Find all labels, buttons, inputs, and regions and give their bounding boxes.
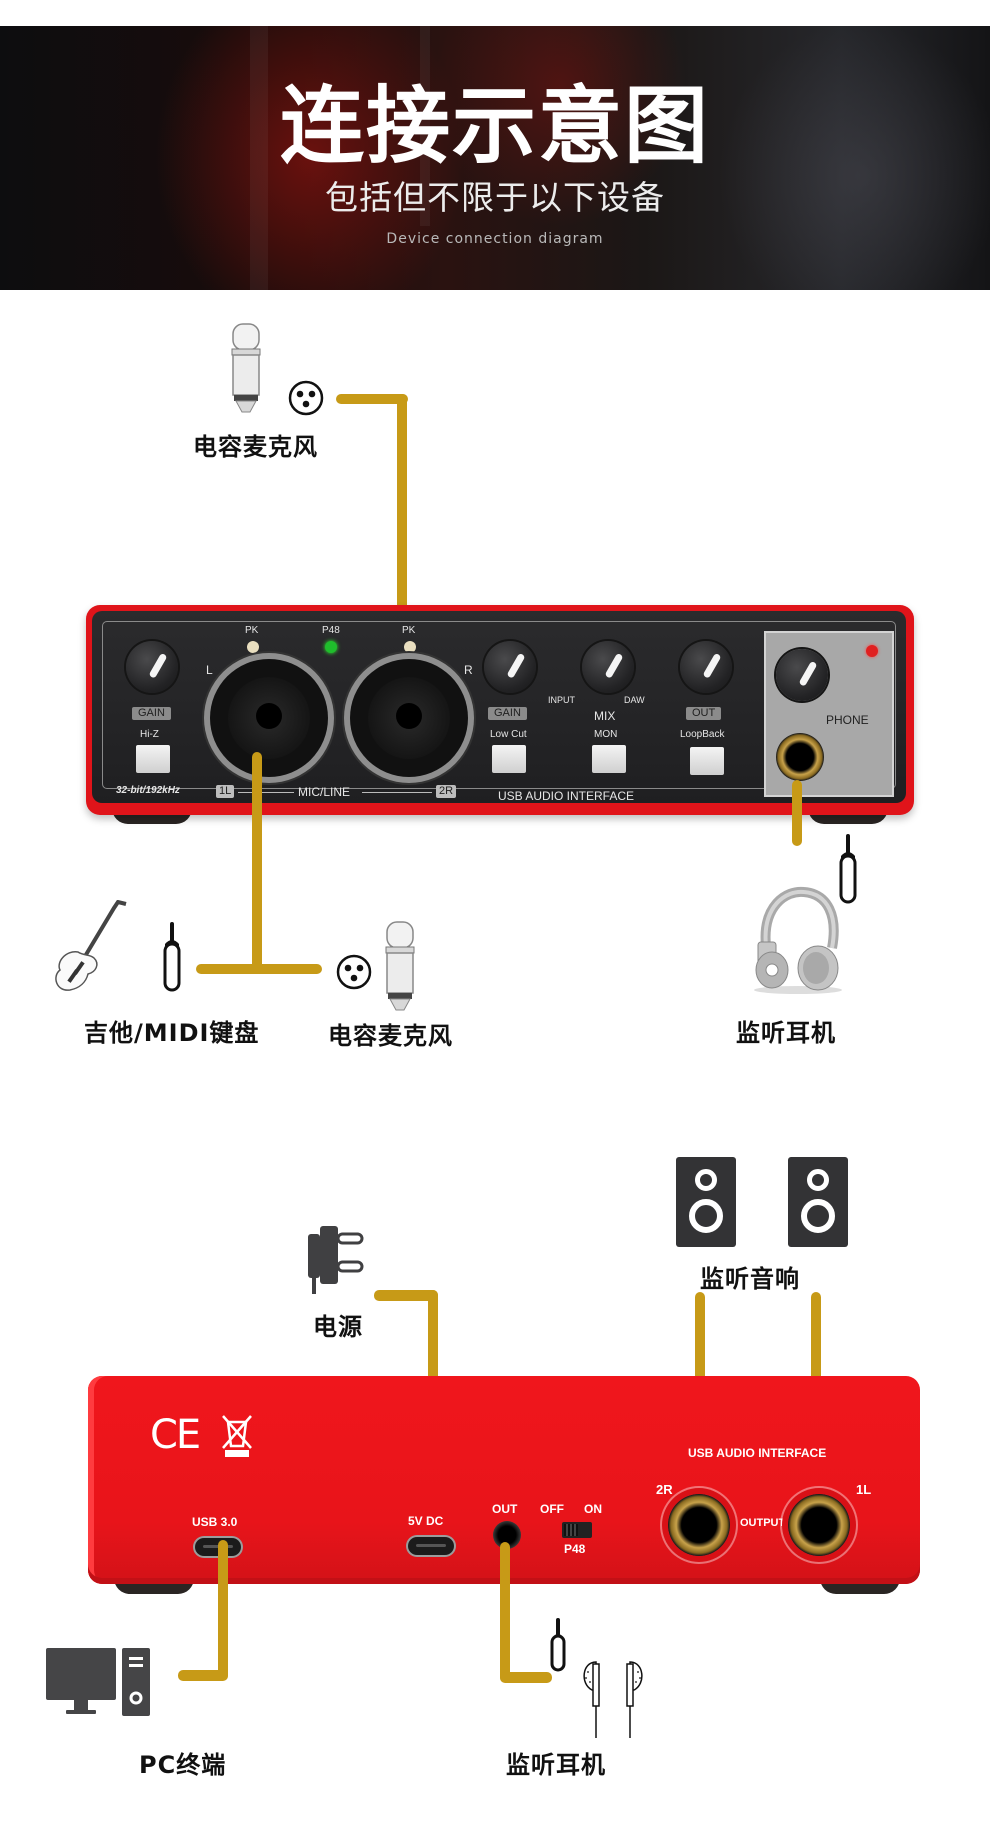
pk-label-1: PK — [245, 625, 259, 636]
headphone-jack[interactable] — [776, 733, 824, 781]
usb-cable-vertical — [218, 1540, 228, 1680]
combo-input-2[interactable] — [350, 659, 468, 777]
guitar-midi-label: 吉他/MIDI键盘 — [84, 1019, 260, 1047]
loopback-label: LoopBack — [680, 729, 725, 740]
hiz-label: Hi-Z — [140, 729, 159, 740]
top-mic-cable-vertical — [397, 394, 407, 716]
earphone-cable-horizontal — [500, 1672, 552, 1683]
condenser-mic-icon — [385, 921, 415, 1011]
front-face: GAIN Hi-Z 32-bit/192kHz PK P48 PK L R 1L… — [92, 611, 906, 803]
divider-line — [362, 792, 432, 793]
p48-led — [325, 641, 337, 653]
ch1-tag: 1L — [216, 785, 235, 798]
interface-label: USB AUDIO INTERFACE — [498, 789, 635, 803]
out-tag: OUT — [686, 707, 722, 720]
hiz-button[interactable] — [136, 745, 170, 773]
background-streak — [250, 26, 268, 290]
earphones-icon — [583, 1661, 643, 1738]
pk-led-1 — [247, 641, 259, 653]
banner-english-subtitle: Device connection diagram — [386, 231, 604, 247]
headphones-icon — [754, 886, 842, 994]
output-jack-1l[interactable] — [788, 1494, 850, 1556]
back-interface-label: USB AUDIO INTERFACE — [688, 1446, 827, 1460]
gain-tag-2: GAIN — [488, 707, 527, 720]
loopback-button[interactable] — [690, 747, 724, 775]
ch1-cable-vertical — [252, 752, 262, 974]
speaker-right-icon — [788, 1157, 848, 1247]
quarter-inch-plug-icon — [163, 922, 181, 992]
pk-label-2: PK — [402, 625, 416, 636]
speakers-label: 监听音响 — [700, 1265, 800, 1293]
quarter-inch-plug-icon — [839, 834, 857, 904]
gain-tag-1: GAIN — [132, 707, 171, 720]
dc-power-port[interactable] — [408, 1537, 454, 1555]
bitrate-label: 32-bit/192kHz — [116, 785, 180, 796]
earphone-cable-vertical — [500, 1542, 510, 1682]
header-banner: 连接示意图 包括但不限于以下设备 Device connection diagr… — [0, 26, 990, 290]
top-mic-cable — [336, 394, 408, 404]
speaker-left-icon — [676, 1157, 736, 1247]
weee-bin-icon — [222, 1415, 252, 1457]
mix-label: MIX — [594, 709, 616, 723]
p48-off-label: OFF — [540, 1502, 564, 1516]
power-cable-horizontal — [374, 1290, 438, 1301]
dc-label: 5V DC — [408, 1514, 444, 1528]
earphone-label: 监听耳机 — [506, 1751, 606, 1779]
low-cut-label: Low Cut — [490, 729, 527, 740]
gain-knob-2[interactable] — [484, 641, 536, 693]
ch1-cable-horizontal — [196, 964, 322, 974]
desktop-pc-icon — [46, 1648, 150, 1716]
daw-label: DAW — [624, 695, 645, 705]
low-cut-button[interactable] — [492, 745, 526, 773]
usb-label: USB 3.0 — [192, 1515, 238, 1529]
headphone-label: 监听耳机 — [736, 1019, 836, 1047]
mini-plug-icon — [550, 1618, 566, 1672]
banner-subtitle: 包括但不限于以下设备 — [325, 178, 665, 217]
background-streak — [420, 26, 430, 226]
pk-led-2 — [404, 641, 416, 653]
output-1l-label: 1L — [856, 1482, 872, 1497]
audio-interface-front-panel: GAIN Hi-Z 32-bit/192kHz PK P48 PK L R 1L… — [86, 605, 914, 815]
power-led — [866, 645, 878, 657]
guitar-icon — [55, 900, 127, 991]
p48-switch-label: P48 — [564, 1542, 586, 1556]
usb-cable-horizontal — [178, 1670, 228, 1681]
phone-panel: PHONE — [764, 631, 894, 797]
left-label: L — [206, 663, 213, 677]
out-knob[interactable] — [680, 641, 732, 693]
phone-label: PHONE — [826, 713, 869, 727]
ce-mark: CE — [150, 1412, 201, 1458]
p48-label: P48 — [322, 625, 340, 636]
power-plug-icon — [308, 1226, 364, 1294]
p48-switch[interactable] — [562, 1522, 592, 1538]
output-jack-2r[interactable] — [668, 1494, 730, 1556]
xlr-connector-icon — [288, 380, 324, 416]
banner-title: 连接示意图 — [279, 77, 710, 175]
combo-input-1[interactable] — [210, 659, 328, 777]
ch2-tag: 2R — [436, 785, 457, 798]
pc-label: PC终端 — [139, 1751, 227, 1779]
mic-line-label: MIC/LINE — [298, 785, 351, 799]
p48-on-label: ON — [584, 1502, 602, 1516]
power-label: 电源 — [313, 1313, 363, 1341]
mon-label: MON — [594, 729, 618, 740]
xlr-connector-icon — [336, 954, 372, 990]
phone-volume-knob[interactable] — [776, 649, 828, 701]
out-label: OUT — [492, 1502, 518, 1516]
mon-button[interactable] — [592, 745, 626, 773]
divider-line — [238, 792, 294, 793]
output-2r-label: 2R — [656, 1482, 673, 1497]
condenser-mic-icon — [231, 323, 261, 413]
front-border — [102, 621, 896, 789]
mix-knob[interactable] — [582, 641, 634, 693]
bottom-mic-label: 电容麦克风 — [328, 1022, 453, 1050]
phone-cable — [792, 780, 802, 846]
input-label: INPUT — [548, 695, 575, 705]
top-mic-label: 电容麦克风 — [193, 433, 318, 461]
right-label: R — [464, 663, 473, 677]
gain-knob-1[interactable] — [126, 641, 178, 693]
output-label: OUTPUT — [740, 1517, 786, 1529]
